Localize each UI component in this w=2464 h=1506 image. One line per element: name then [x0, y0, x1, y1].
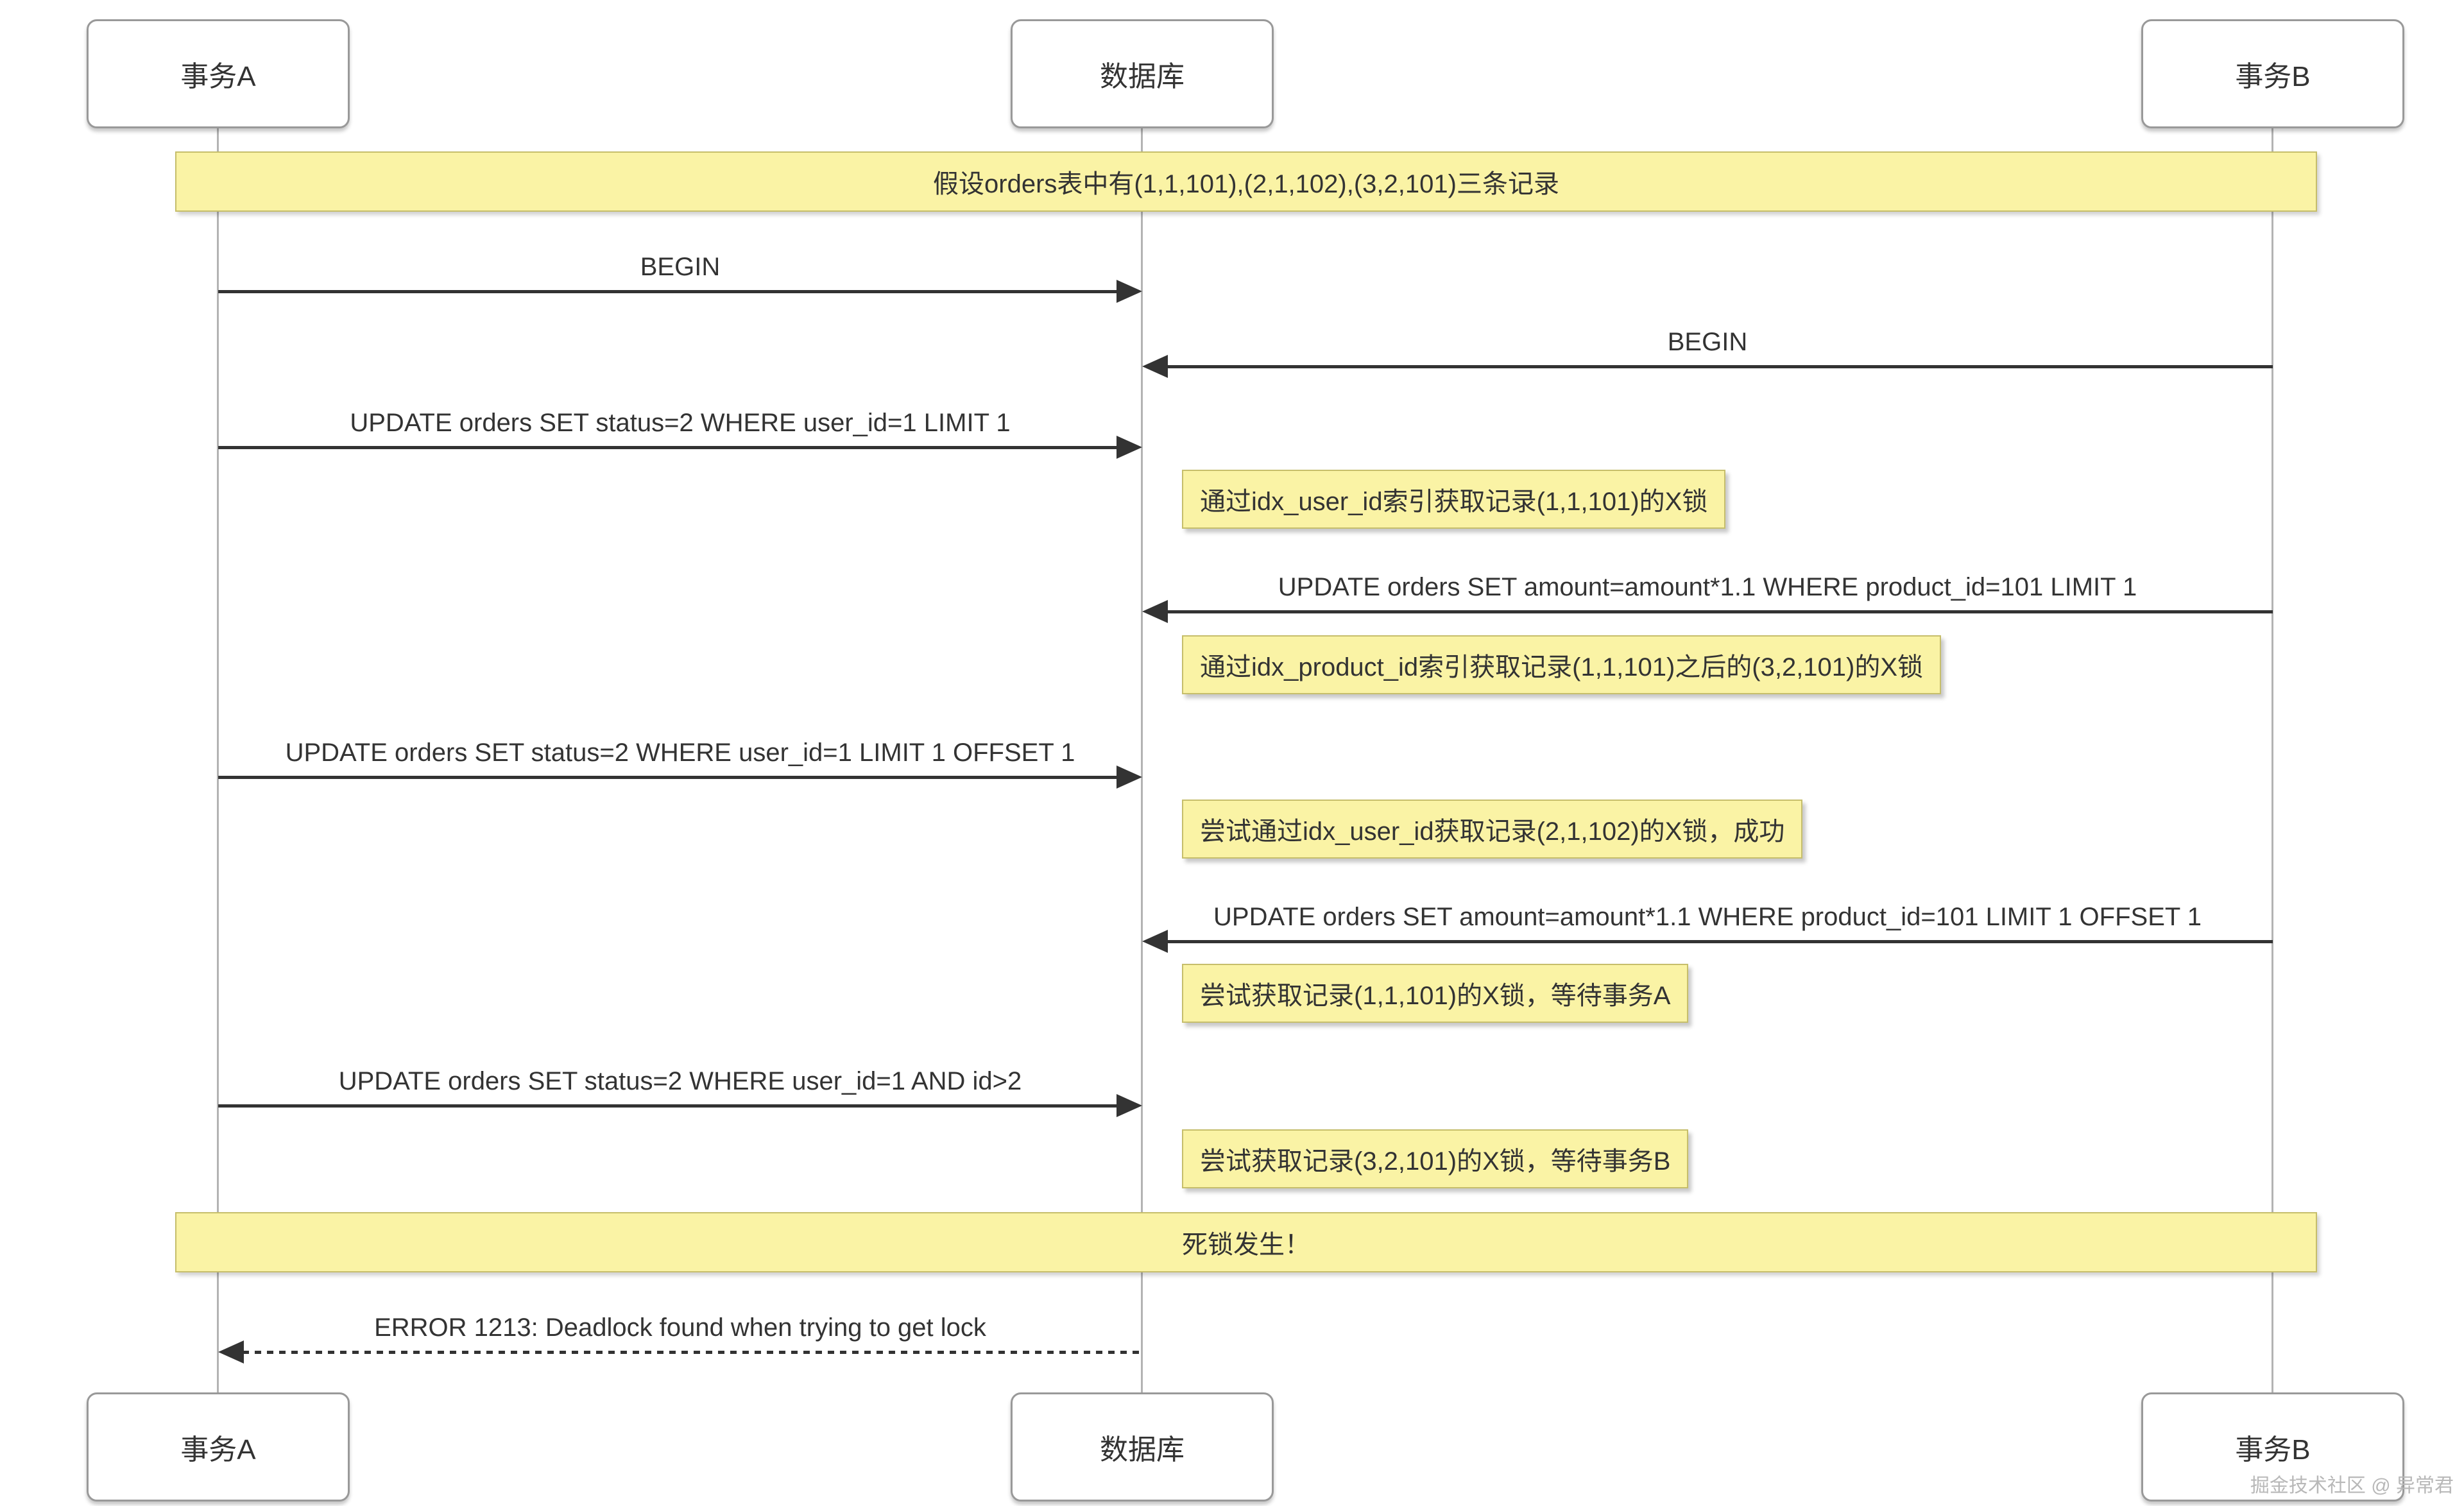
- note-database-2: 通过idx_product_id索引获取记录(1,1,101)之后的(3,2,1…: [1182, 635, 1942, 694]
- message-line: [218, 776, 1118, 779]
- message-label: UPDATE orders SET status=2 WHERE user_id…: [285, 739, 1075, 767]
- message-line: [1168, 365, 2273, 368]
- note-text: 尝试获取记录(3,2,101)的X锁，等待事务B: [1200, 1147, 1671, 1176]
- participant-label: 事务B: [2235, 61, 2311, 92]
- participant-label: 数据库: [1100, 61, 1185, 92]
- arrow-right-icon: [1116, 280, 1142, 303]
- message-label: BEGIN: [640, 253, 721, 281]
- participant-label: 事务B: [2235, 1434, 2311, 1466]
- message-label: BEGIN: [1667, 328, 1748, 356]
- arrow-right-icon: [1116, 436, 1142, 459]
- lifeline-transaction-b: [2272, 128, 2273, 1392]
- message-label: UPDATE orders SET status=2 WHERE user_id…: [350, 409, 1011, 437]
- message-line: [218, 290, 1118, 293]
- arrow-left-icon: [1142, 600, 1168, 623]
- message-line: [218, 446, 1118, 449]
- participant-bottom-transaction-a: 事务A: [87, 1392, 350, 1502]
- participant-bottom-database: 数据库: [1011, 1392, 1274, 1502]
- lifeline-transaction-a: [217, 128, 219, 1392]
- arrow-left-icon: [1142, 355, 1168, 378]
- note-database-4: 尝试获取记录(1,1,101)的X锁，等待事务A: [1182, 964, 1689, 1023]
- participant-top-transaction-a: 事务A: [87, 19, 350, 128]
- arrow-left-icon: [1142, 930, 1168, 953]
- lifeline-database: [1141, 128, 1143, 1392]
- participant-label: 数据库: [1100, 1434, 1185, 1466]
- participant-bottom-transaction-b: 事务B: [2141, 1392, 2404, 1502]
- participant-label: 事务A: [180, 61, 256, 92]
- participant-label: 事务A: [180, 1434, 256, 1466]
- arrow-right-icon: [1116, 766, 1142, 789]
- arrow-left-icon: [218, 1340, 244, 1364]
- message-line: [218, 1104, 1118, 1108]
- watermark: 掘金技术社区 @ 异常君: [2250, 1475, 2454, 1496]
- note-text: 死锁发生！: [1182, 1231, 1310, 1259]
- participant-top-transaction-b: 事务B: [2141, 19, 2404, 128]
- note-text: 尝试通过idx_user_id获取记录(2,1,102)的X锁，成功: [1200, 817, 1785, 846]
- message-line: [1168, 610, 2273, 613]
- message-label: ERROR 1213: Deadlock found when trying t…: [374, 1313, 986, 1342]
- message-line: [1168, 940, 2273, 943]
- message-label: UPDATE orders SET amount=amount*1.1 WHER…: [1278, 573, 2137, 601]
- note-text: 尝试获取记录(1,1,101)的X锁，等待事务A: [1200, 982, 1671, 1010]
- note-database-5: 尝试获取记录(3,2,101)的X锁，等待事务B: [1182, 1129, 1689, 1188]
- participant-top-database: 数据库: [1011, 19, 1274, 128]
- note-over-all-deadlock: 死锁发生！: [175, 1212, 2317, 1272]
- message-label: UPDATE orders SET status=2 WHERE user_id…: [338, 1067, 1022, 1095]
- note-text: 假设orders表中有(1,1,101),(2,1,102),(3,2,101)…: [933, 170, 1559, 198]
- message-line-dotted: [243, 1351, 1142, 1354]
- note-database-3: 尝试通过idx_user_id获取记录(2,1,102)的X锁，成功: [1182, 800, 1803, 859]
- note-database-1: 通过idx_user_id索引获取记录(1,1,101)的X锁: [1182, 470, 1726, 529]
- note-text: 通过idx_product_id索引获取记录(1,1,101)之后的(3,2,1…: [1200, 653, 1924, 681]
- arrow-right-icon: [1116, 1094, 1142, 1117]
- note-over-all-setup: 假设orders表中有(1,1,101),(2,1,102),(3,2,101)…: [175, 151, 2317, 212]
- message-label: UPDATE orders SET amount=amount*1.1 WHER…: [1213, 903, 2202, 931]
- note-text: 通过idx_user_id索引获取记录(1,1,101)的X锁: [1200, 488, 1708, 516]
